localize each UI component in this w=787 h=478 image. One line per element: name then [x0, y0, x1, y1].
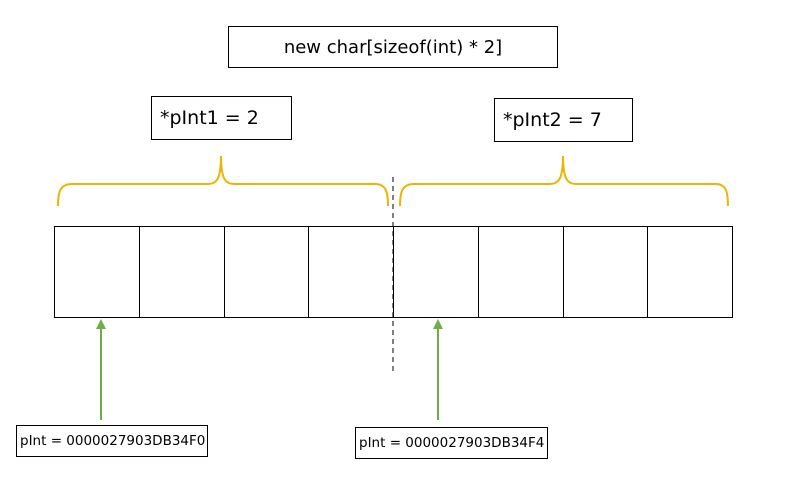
- allocation-expression-label: new char[sizeof(int) * 2]: [283, 36, 503, 58]
- second-int-value-label: *pInt2 = 7: [503, 109, 602, 131]
- allocation-expression-box: new char[sizeof(int) * 2]: [228, 26, 558, 68]
- second-pointer-address-box: pInt = 0000027903DB34F4: [355, 427, 548, 459]
- byte-cell: [309, 227, 394, 317]
- first-int-brace: [57, 155, 389, 207]
- byte-cell: [55, 227, 140, 317]
- byte-cell: [564, 227, 649, 317]
- first-pointer-address-label: pInt = 0000027903DB34F0: [20, 433, 206, 449]
- second-int-brace: [399, 155, 729, 207]
- first-int-value-box: *pInt1 = 2: [151, 96, 292, 140]
- first-pointer-address-box: pInt = 0000027903DB34F0: [16, 425, 208, 457]
- second-pointer-address-label: pInt = 0000027903DB34F4: [359, 435, 545, 451]
- first-pointer-arrowhead: [96, 319, 106, 329]
- byte-cell: [648, 227, 733, 317]
- byte-cell: [140, 227, 225, 317]
- byte-cell: [225, 227, 310, 317]
- second-int-value-box: *pInt2 = 7: [494, 98, 633, 142]
- byte-cell: [479, 227, 564, 317]
- second-pointer-arrowhead: [433, 319, 443, 329]
- byte-cell: [394, 227, 479, 317]
- first-int-value-label: *pInt1 = 2: [160, 107, 259, 129]
